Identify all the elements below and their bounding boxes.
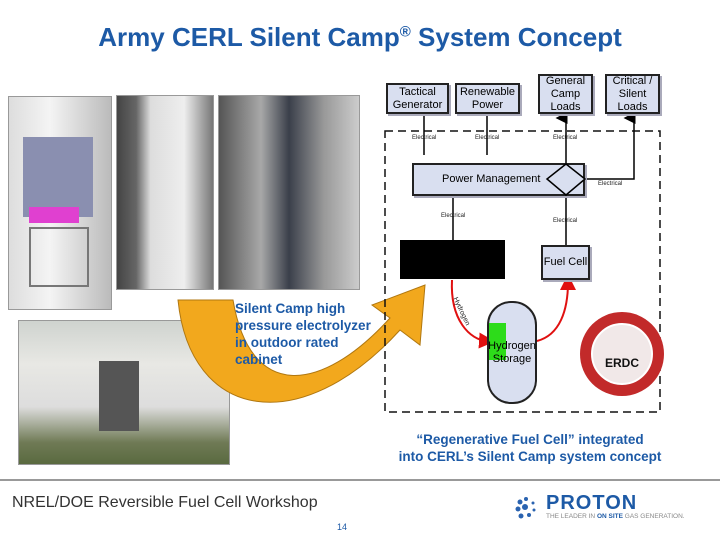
proton-tagline: THE LEADER IN ON SITE GAS GENERATION. xyxy=(546,513,685,520)
proton-logo-mark-icon xyxy=(515,497,536,519)
tactical-generator-box: Tactical Generator xyxy=(386,83,449,114)
critical-silent-loads-box: Critical / Silent Loads xyxy=(605,74,660,114)
hydrogen-storage-tank: Hydrogen Storage xyxy=(487,301,537,404)
proton-logo: PROTON THE LEADER IN ON SITE GAS GENERAT… xyxy=(512,492,712,524)
diagram-caption-line2: into CERL’s Silent Camp system concept xyxy=(398,449,662,464)
edge-label-electrical: Electrical xyxy=(412,135,437,141)
general-camp-loads-box: General Camp Loads xyxy=(538,74,593,114)
erdc-logo: ERDC xyxy=(580,312,664,396)
page-number: 14 xyxy=(337,522,348,532)
edge-label-electrical: Electrical xyxy=(475,135,500,141)
edge-label-electrical: Electrical xyxy=(553,135,578,141)
footer-workshop-title: NREL/DOE Reversible Fuel Cell Workshop xyxy=(12,494,318,511)
power-management-label: Power Management xyxy=(442,173,541,185)
photo-cabinet-cad xyxy=(8,96,112,310)
hydrogen-storage-label: Hydrogen Storage xyxy=(488,339,536,365)
footer-divider xyxy=(0,479,720,481)
photo-cabinet-closed xyxy=(116,95,214,290)
edge-label-electrical: Electrical xyxy=(598,181,623,187)
diagram-caption: “Regenerative Fuel Cell” integrated into… xyxy=(380,431,680,465)
photo-caption: Silent Camp high pressure electrolyzer i… xyxy=(235,301,371,367)
slide-title: Army CERL Silent Camp® System Concept xyxy=(98,22,622,52)
renewable-power-box: Renewable Power xyxy=(455,83,520,114)
electrolyzer-block xyxy=(400,240,505,279)
photo-cabinet-open xyxy=(218,95,360,290)
proton-brand: PROTON xyxy=(546,492,638,514)
junction-diamond xyxy=(545,163,587,196)
fuel-cell-box: Fuel Cell xyxy=(541,245,590,280)
edge-label-electrical: Electrical xyxy=(441,213,466,219)
diagram-caption-line1: “Regenerative Fuel Cell” integrated xyxy=(416,432,644,447)
edge-label-electrical: Electrical xyxy=(553,218,578,224)
erdc-logo-text: ERDC xyxy=(604,356,639,370)
